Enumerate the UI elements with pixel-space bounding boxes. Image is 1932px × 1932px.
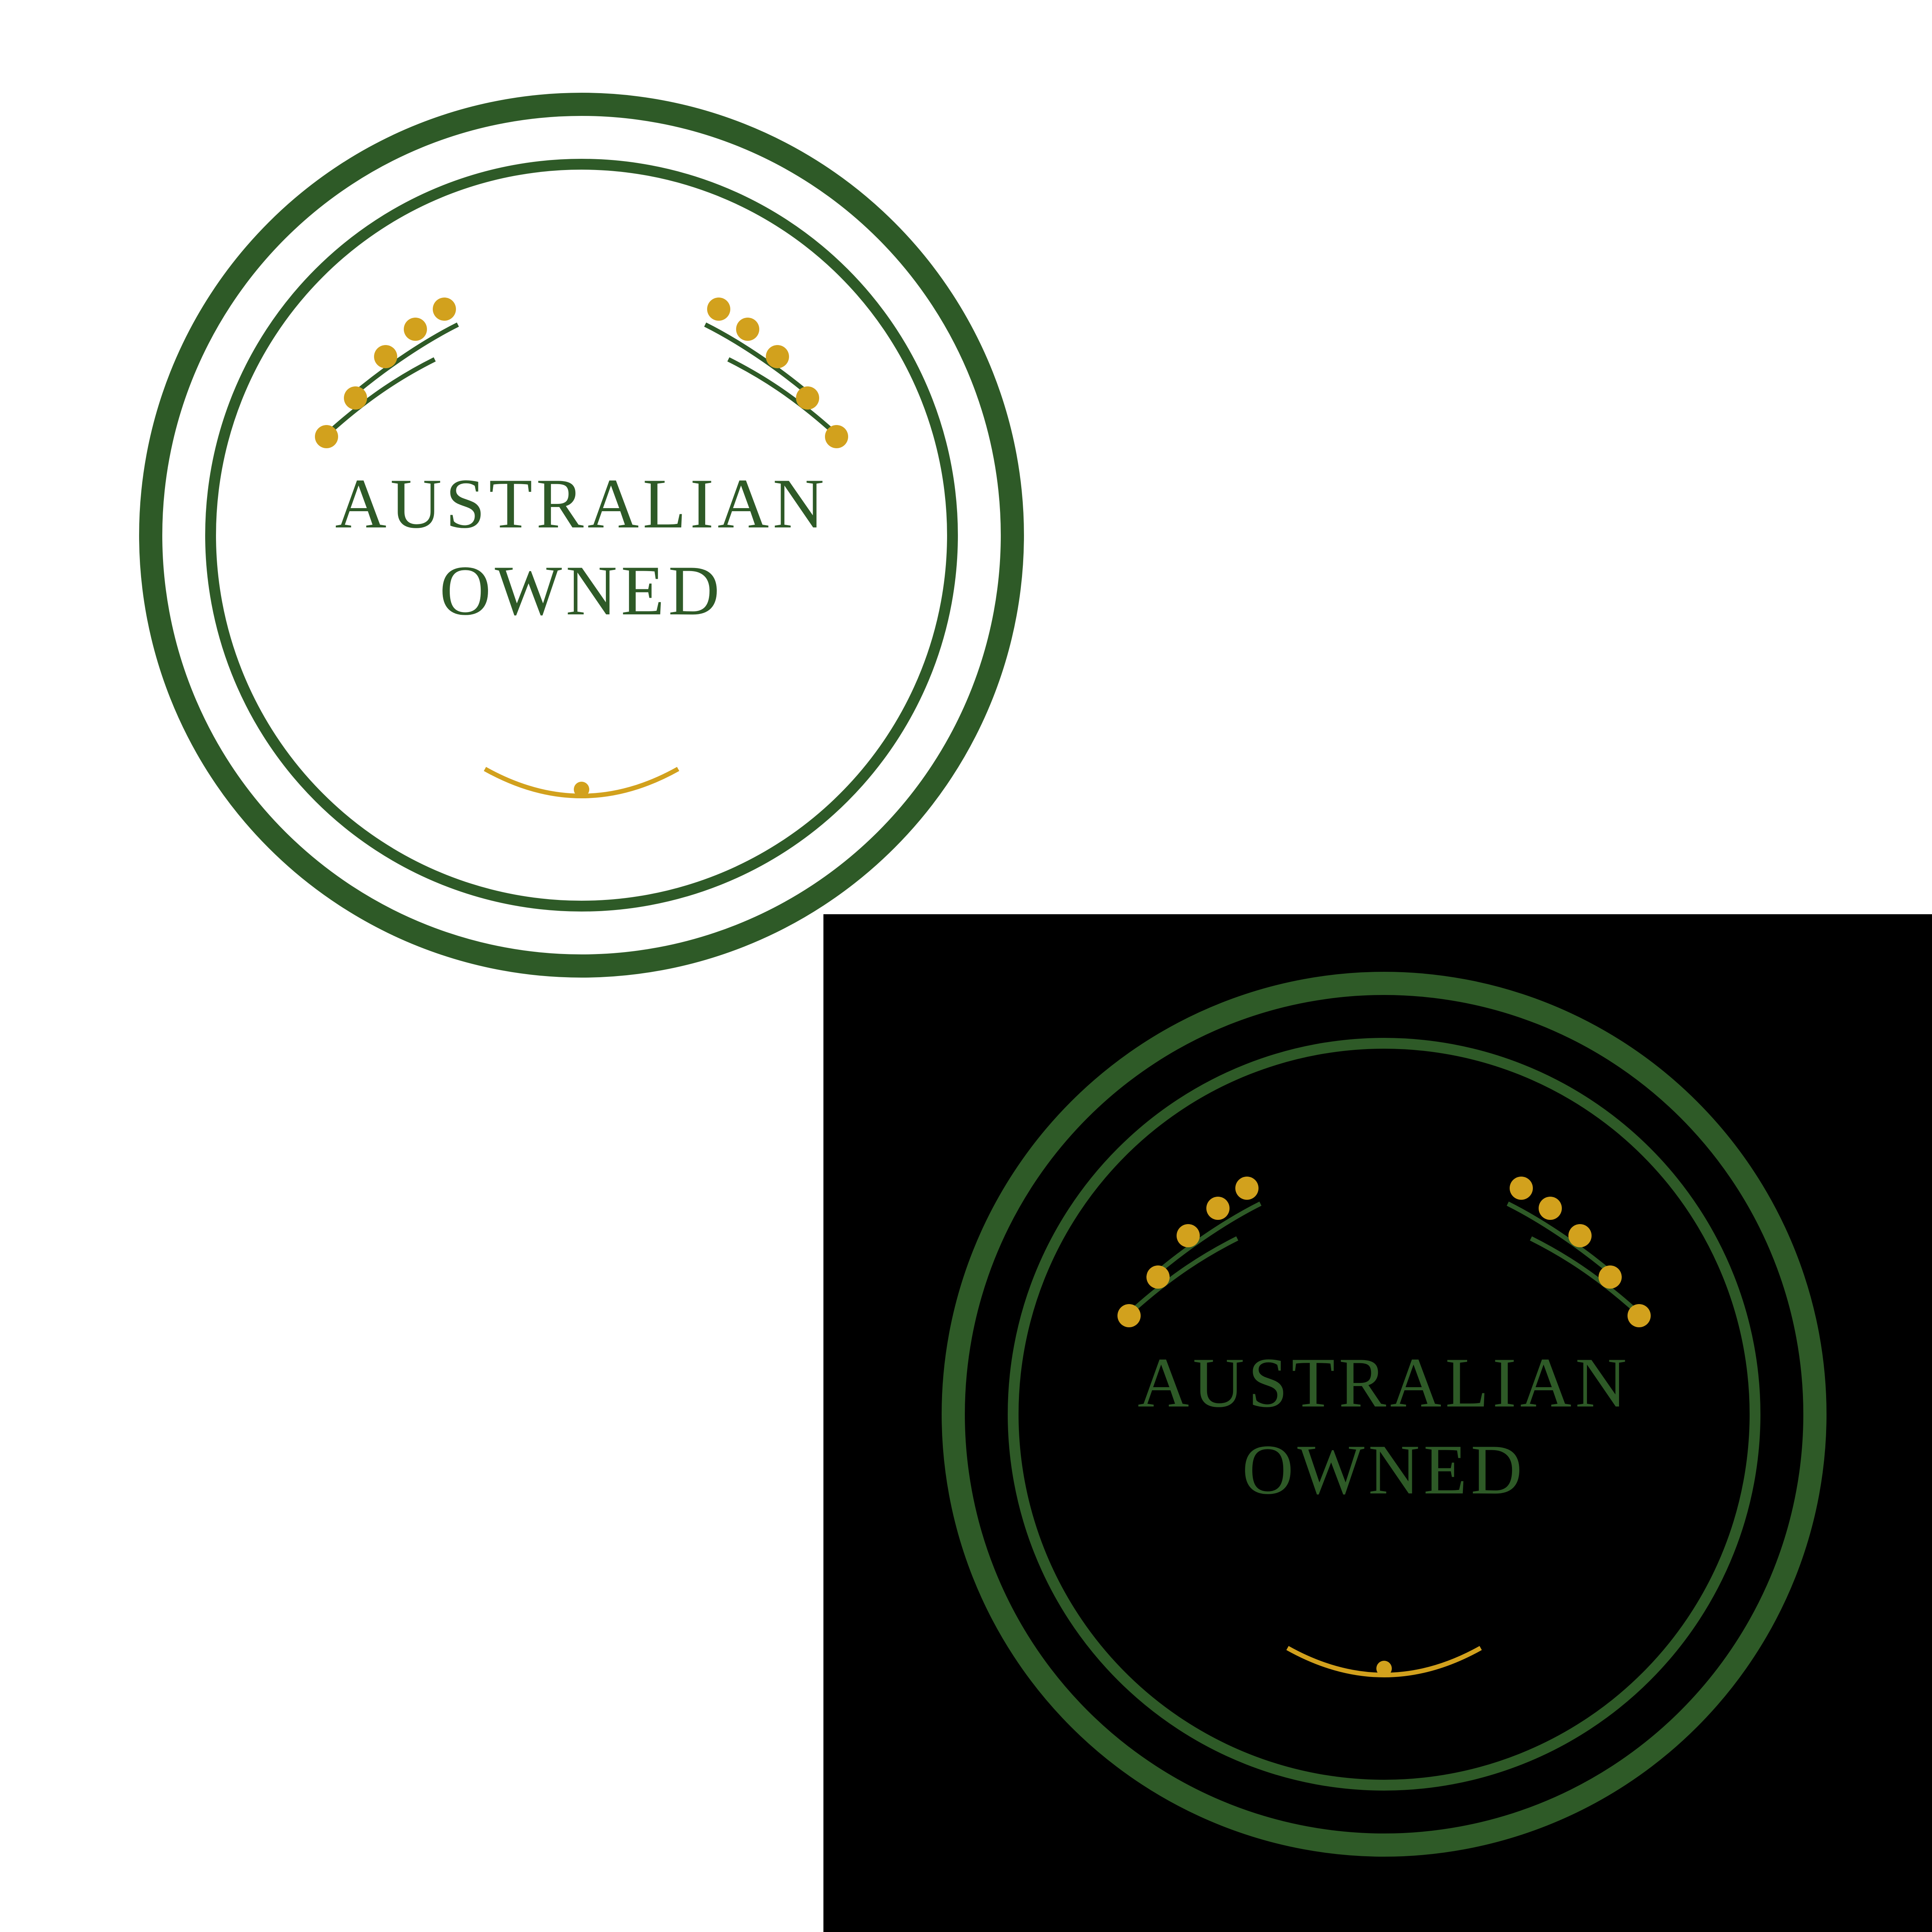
wattle-sprig-left-icon [315,298,459,448]
badge-dark: AUSTRALIAN OWNED [940,970,1828,1859]
outer-ring [139,93,1024,978]
outer-ring [942,972,1827,1857]
badge-line1: AUSTRALIAN [335,464,828,543]
badge-light: AUSTRALIAN OWNED [137,91,1026,980]
badge-line2: OWNED [1242,1430,1526,1509]
smile-arc-icon [1286,1646,1482,1677]
badge-line2: OWNED [440,551,724,630]
wattle-sprig-right-icon [704,298,848,448]
wattle-sprig-left-icon [1117,1177,1262,1327]
inner-ring [1008,1038,1760,1791]
wattle-sprig-right-icon [1507,1177,1651,1327]
smile-arc-icon [484,767,679,798]
badge-light-graphic: AUSTRALIAN OWNED [139,93,1024,978]
inner-ring [205,159,958,912]
badge-dark-graphic: AUSTRALIAN OWNED [942,972,1827,1857]
badge-line1: AUSTRALIAN [1138,1343,1631,1422]
